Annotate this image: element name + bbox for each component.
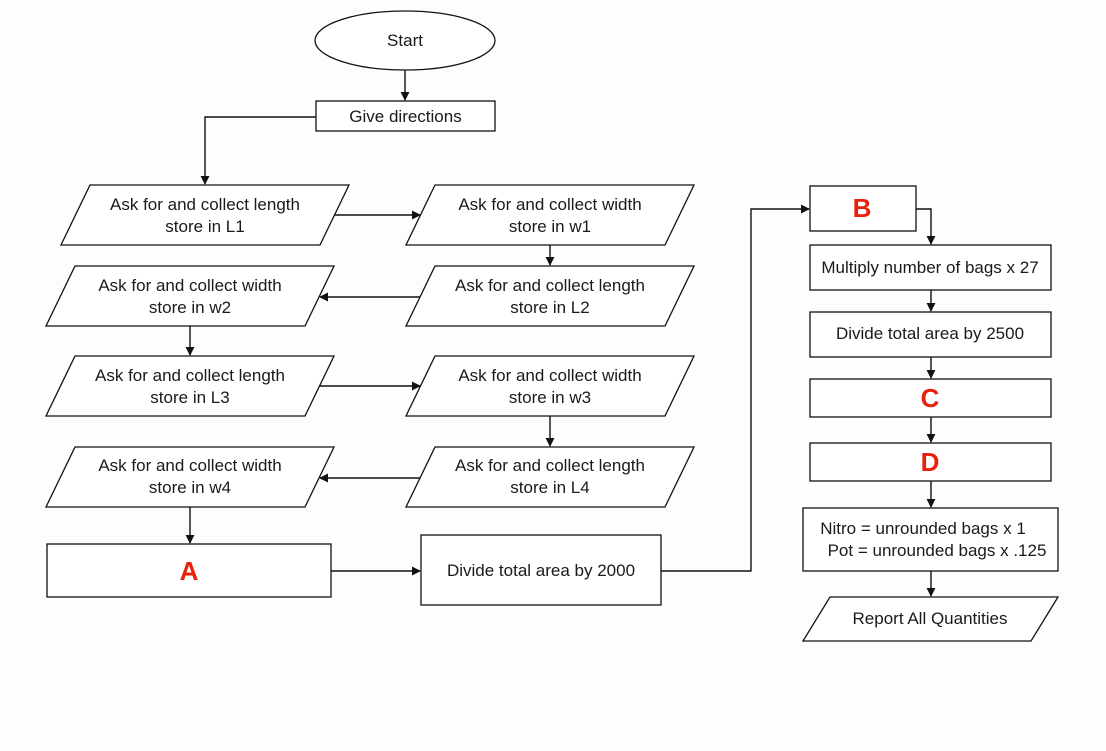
input-l3-line2: store in L3	[150, 388, 229, 407]
edge-divide2000-to-b	[661, 204, 810, 572]
placeholder-a-label: A	[180, 556, 199, 586]
input-length-l3: Ask for and collect length store in L3	[44, 355, 336, 417]
input-length-l1: Ask for and collect length store in L1	[59, 184, 351, 246]
input-w3-line1: Ask for and collect width	[458, 366, 641, 385]
input-l4-line1: Ask for and collect length	[455, 456, 645, 475]
input-width-w1: Ask for and collect width store in w1	[404, 184, 696, 246]
input-w4-line2: store in w4	[149, 478, 231, 497]
report-node: Report All Quantities	[801, 596, 1060, 642]
input-width-w2: Ask for and collect width store in w2	[44, 265, 336, 327]
placeholder-box-a: A	[46, 543, 332, 598]
nitro-pot-node: Nitro = unrounded bags x 1 Pot = unround…	[802, 507, 1059, 572]
placeholder-box-b: B	[809, 185, 917, 232]
input-l3-line1: Ask for and collect length	[95, 366, 285, 385]
nitro-label: Nitro = unrounded bags x 1	[820, 519, 1026, 538]
edge-directions-to-l1	[200, 116, 316, 185]
input-width-w4: Ask for and collect width store in w4	[44, 446, 336, 508]
input-length-l2: Ask for and collect length store in L2	[404, 265, 696, 327]
placeholder-box-d: D	[809, 442, 1052, 482]
report-label: Report All Quantities	[853, 609, 1008, 628]
input-w1-line2: store in w1	[509, 217, 591, 236]
input-w2-line2: store in w2	[149, 298, 231, 317]
divide-2000-node: Divide total area by 2000	[420, 534, 662, 606]
start-node: Start	[314, 10, 496, 71]
input-l2-line1: Ask for and collect length	[455, 276, 645, 295]
input-w3-line2: store in w3	[509, 388, 591, 407]
divide-2500-label: Divide total area by 2500	[836, 324, 1024, 343]
input-w4-line1: Ask for and collect width	[98, 456, 281, 475]
give-directions-label: Give directions	[349, 107, 461, 126]
give-directions-node: Give directions	[315, 100, 496, 132]
input-l2-line2: store in L2	[510, 298, 589, 317]
edge-b-to-multiply	[916, 208, 936, 245]
placeholder-box-c: C	[809, 378, 1052, 418]
placeholder-c-label: C	[921, 383, 940, 413]
multiply-27-node: Multiply number of bags x 27	[809, 244, 1052, 291]
input-w2-line1: Ask for and collect width	[98, 276, 281, 295]
input-l1-line2: store in L1	[165, 217, 244, 236]
edges	[185, 70, 936, 597]
pot-label: Pot = unrounded bags x .125	[828, 541, 1047, 560]
multiply-27-label: Multiply number of bags x 27	[821, 258, 1038, 277]
input-length-l4: Ask for and collect length store in L4	[404, 446, 696, 508]
input-l1-line1: Ask for and collect length	[110, 195, 300, 214]
divide-2500-node: Divide total area by 2500	[809, 311, 1052, 358]
input-width-w3: Ask for and collect width store in w3	[404, 355, 696, 417]
placeholder-d-label: D	[921, 447, 940, 477]
divide-2000-label: Divide total area by 2000	[447, 561, 635, 580]
placeholder-b-label: B	[853, 193, 872, 223]
start-label: Start	[387, 31, 423, 50]
input-l4-line2: store in L4	[510, 478, 589, 497]
input-w1-line1: Ask for and collect width	[458, 195, 641, 214]
